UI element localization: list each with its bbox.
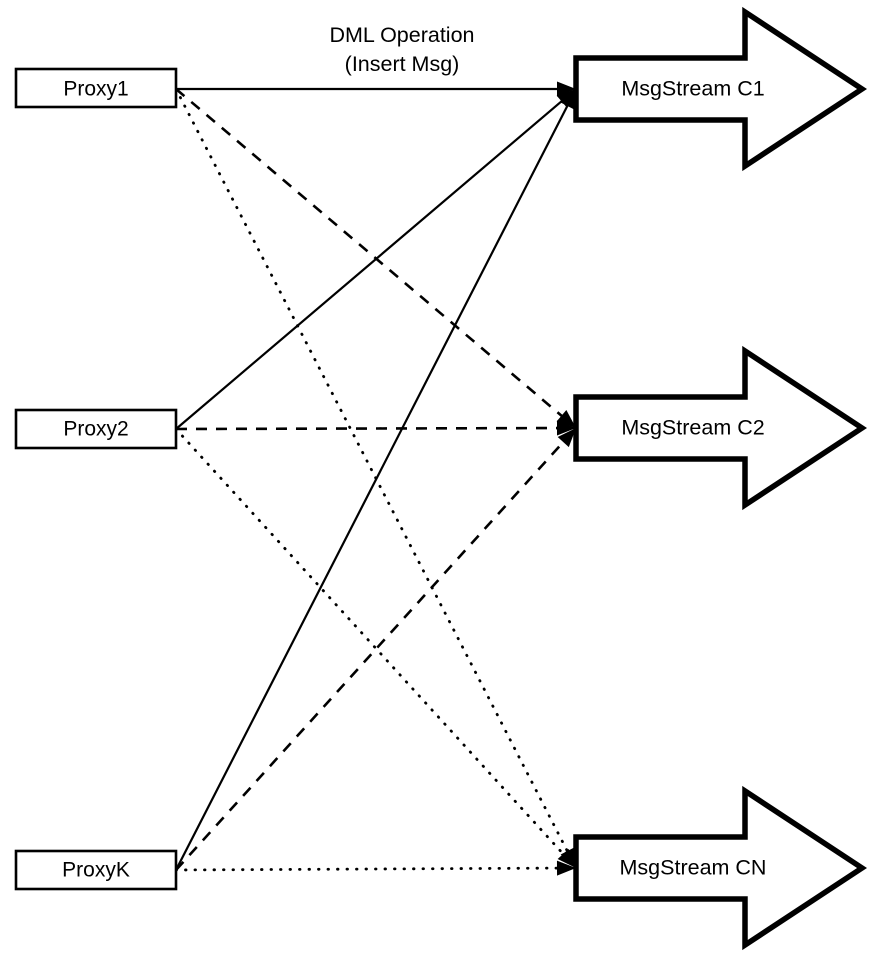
link-proxyk-to-cn — [174, 866, 564, 872]
link-proxy2-to-c2 — [175, 426, 563, 431]
block-arrow-shape — [573, 345, 868, 511]
proxy-label-proxy2: Proxy2 — [63, 418, 128, 441]
proxy-box-shape — [14, 408, 178, 450]
proxy-node-proxy1[interactable]: Proxy1 — [14, 67, 178, 109]
arrowhead-proxy1-to-c2 — [556, 409, 576, 428]
msgstream-label-msgstream_c1: MsgStream C1 — [621, 77, 764, 101]
arrowhead-proxyk-to-c1 — [560, 89, 576, 110]
link-proxy1-to-cn — [174, 87, 572, 857]
msgstream-block-msgstream_c1[interactable]: MsgStream C1 — [573, 6, 868, 172]
edge-caption-layer: DML Operation (Insert Msg) — [330, 23, 475, 76]
dml-operation-caption-line2: (Insert Msg) — [345, 52, 460, 76]
arrowhead-proxy2-to-c2 — [556, 420, 576, 436]
msgstream-block-msgstream_cn[interactable]: MsgStream CN — [573, 785, 868, 951]
link-proxyk-to-c1 — [175, 100, 571, 871]
proxy-label-proxy1: Proxy1 — [63, 78, 128, 101]
msgstream-block-msgstream_c2[interactable]: MsgStream C2 — [573, 345, 868, 511]
link-proxyk-to-c2 — [175, 437, 568, 871]
proxy-box-shape — [14, 849, 178, 891]
arrowhead-proxy2-to-cn — [557, 848, 576, 868]
msgstream-label-msgstream_c2: MsgStream C2 — [621, 416, 764, 440]
block-arrow-shape — [573, 785, 868, 951]
arrowhead-proxy1-to-c1 — [557, 81, 576, 97]
proxy-node-proxyk[interactable]: ProxyK — [14, 849, 178, 891]
arrowheads-layer — [556, 81, 576, 876]
block-arrow-shape — [573, 6, 868, 172]
arrowhead-proxyk-to-cn — [556, 860, 576, 876]
link-proxy2-to-cn — [174, 427, 568, 860]
dml-operation-caption-line1: DML Operation — [330, 23, 475, 47]
proxy-node-proxy2[interactable]: Proxy2 — [14, 408, 178, 450]
link-proxy2-to-c1 — [175, 97, 567, 430]
arrowhead-proxyk-to-c2 — [557, 428, 576, 448]
msgstream-blocks-layer: MsgStream C1 MsgStream C2 MsgStream CN — [573, 6, 868, 951]
proxy-label-proxyk: ProxyK — [62, 859, 130, 882]
proxy-box-shape — [14, 67, 178, 109]
link-proxy1-to-c2 — [175, 88, 567, 420]
connection-links-layer — [174, 87, 572, 872]
msgstream-label-msgstream_cn: MsgStream CN — [620, 856, 767, 880]
